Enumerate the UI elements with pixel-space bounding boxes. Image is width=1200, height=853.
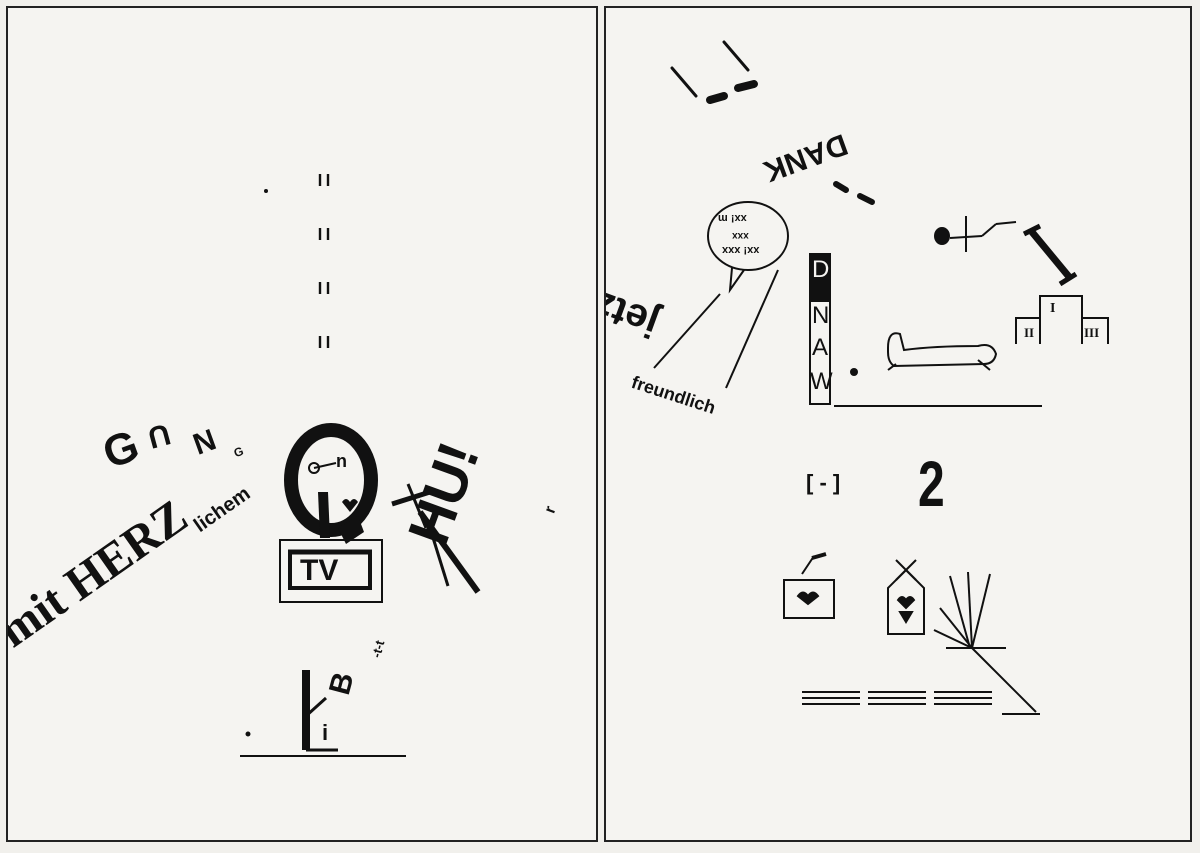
ray-figure [933, 571, 1040, 715]
wand-letter-w: W [810, 368, 833, 395]
left-page-drawings [240, 174, 481, 757]
wand-letter-a: A [812, 334, 829, 361]
speech-bubble [707, 201, 789, 294]
vertical-dash-marks [318, 174, 330, 348]
figure-i: i [322, 720, 329, 745]
couch-figure [887, 332, 998, 371]
bubble-line-1: xx! m [718, 212, 747, 224]
tv-label: TV [300, 554, 339, 587]
right-page: DANK xx! m xxx xx! xxx jetzt freundlich … [604, 6, 1192, 842]
wand-letter-d: D [812, 256, 830, 283]
podium-third: III [1084, 325, 1100, 340]
stick-figure [934, 216, 1078, 287]
wand-letter-n: N [812, 302, 830, 329]
wand-strip-top [810, 254, 830, 302]
clock-letter-n: n [336, 451, 347, 471]
bubble-line-3: xx! xxx [722, 244, 760, 256]
dot-mark [264, 189, 268, 193]
number-two: 2 [918, 448, 945, 520]
podium-second: II [1024, 325, 1035, 340]
right-page-drawings [653, 40, 1109, 715]
jetzt-streaks [653, 269, 779, 389]
heart-box-left [783, 552, 835, 619]
clock-figure [284, 423, 378, 544]
heart-box-right [887, 559, 925, 635]
podium-first: I [1050, 301, 1056, 316]
podium [1015, 295, 1109, 344]
ink-blot [850, 368, 858, 376]
baseline-figure [240, 670, 406, 757]
bubble-line-2: xxx [732, 230, 749, 241]
top-strokes [670, 40, 875, 205]
tv-box [279, 539, 383, 603]
cross-figure [391, 483, 481, 594]
triple-dash-rows [802, 691, 992, 705]
left-page: G U N G mit HERZ lichem n TV HU! r B -t-… [6, 6, 598, 842]
bracket-minus: [ - ] [806, 470, 841, 495]
